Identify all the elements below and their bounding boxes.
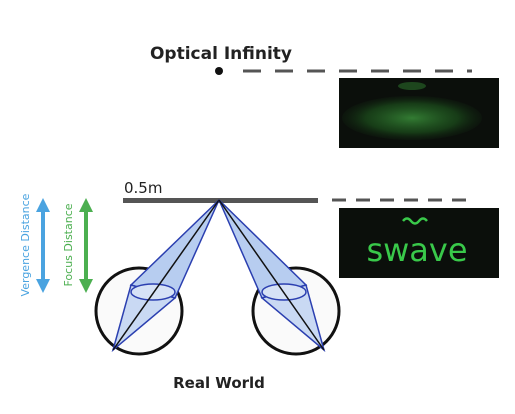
infinity-point-icon [215,67,223,75]
right-eye-icon [218,199,341,356]
left-eye-icon [94,199,220,356]
vergence-distance-label: Vergence Distance [19,193,32,296]
focus-distance-arrow-icon [79,198,93,293]
wave-icon [402,217,428,225]
vergence-distance-arrow-icon [36,198,50,293]
half-meter-label: 0.5m [124,179,162,197]
swave-logo-panel: swave [339,208,499,278]
blurred-image-panel [339,78,499,148]
brand-logo-text: swave [366,231,467,269]
real-world-caption: Real World [173,374,265,392]
optical-infinity-label: Optical Infinity [150,44,292,64]
focus-distance-label: Focus Distance [62,203,75,286]
